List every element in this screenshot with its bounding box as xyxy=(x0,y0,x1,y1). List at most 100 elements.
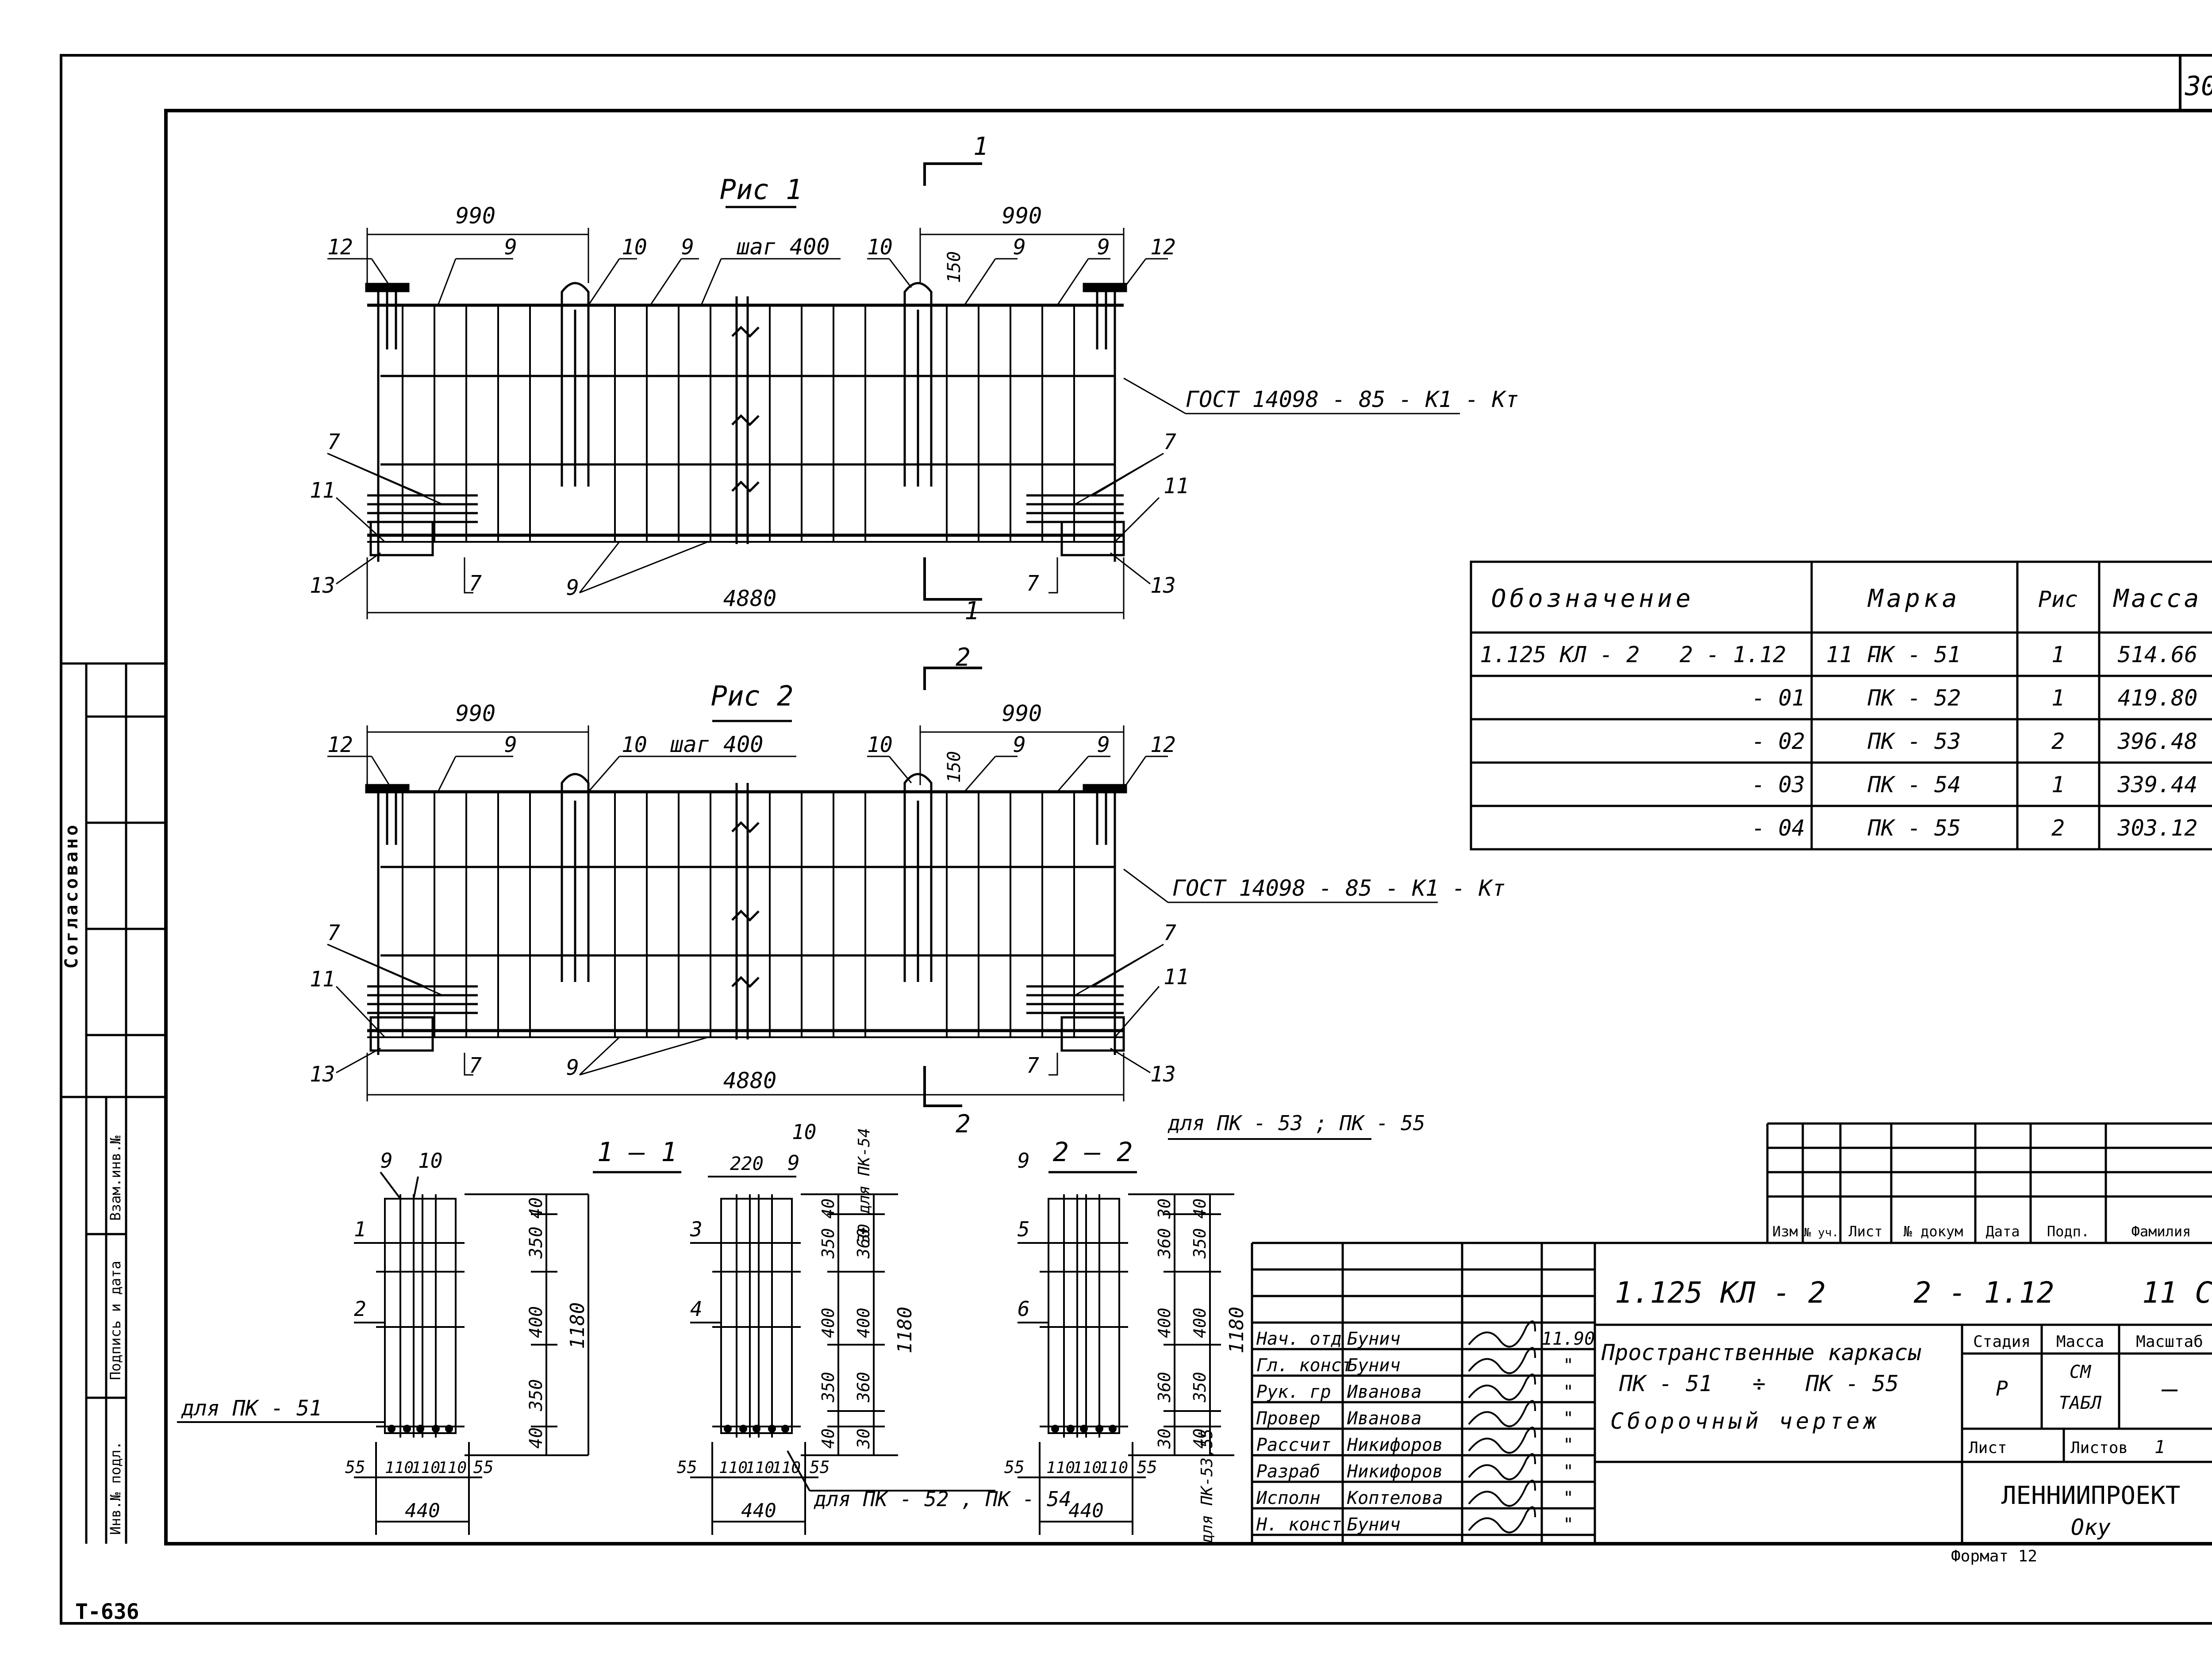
secC-d30-top: 30 xyxy=(1155,1198,1174,1219)
fig2-pos-12-left: 12 xyxy=(327,732,353,757)
fig1-section-mark-bottom: 1 xyxy=(964,597,979,625)
fig1-pos-9-bottom: 9 xyxy=(566,575,579,600)
secB-d110-a: 110 xyxy=(719,1459,748,1477)
rev-h-sign: Подп. xyxy=(2047,1223,2089,1240)
spec-r1-fig: 1 xyxy=(2051,685,2065,711)
secA-pos-2: 2 xyxy=(354,1297,366,1321)
tb-name: Коптелова xyxy=(1347,1488,1443,1508)
fig2-pos-9-d: 9 xyxy=(1097,732,1110,757)
secA-note: для ПК - 51 xyxy=(181,1396,322,1421)
rev-h-izm: Изм xyxy=(1772,1223,1798,1240)
rebar-section-dot xyxy=(1095,1425,1103,1433)
secB-d30-bot: 30 xyxy=(854,1428,873,1449)
scale-value: — xyxy=(2162,1373,2178,1404)
fig1-pos-9-c: 9 xyxy=(1013,235,1026,260)
spec-r4-mark: ПК - 55 xyxy=(1867,815,1961,841)
secA-d110-c: 110 xyxy=(438,1459,467,1477)
stamp-inv-orig: Инв.№ подл. xyxy=(107,1441,124,1535)
stamp-approved: Согласовано xyxy=(61,822,82,969)
secC-d440: 440 xyxy=(1068,1499,1103,1522)
signature-mark xyxy=(1468,1320,1536,1348)
tb-date: " xyxy=(1563,1515,1574,1535)
doc-title-1: Пространственные каркасы xyxy=(1601,1340,1921,1365)
fig1-pos-7-bl: 7 xyxy=(469,571,482,596)
stamp-sign-date: Подпись и дата xyxy=(107,1261,124,1380)
fig2-pos-10-a: 10 xyxy=(622,732,647,757)
mass-value-2: ТАБЛ xyxy=(2059,1393,2102,1413)
fig2-pos-11-left: 11 xyxy=(310,967,335,992)
fig1-dim-150: 150 xyxy=(944,251,964,283)
secB-d360-a: 360 xyxy=(854,1228,873,1259)
spec-r2-mark: ПК - 53 xyxy=(1867,729,1961,754)
secC-d110-b: 110 xyxy=(1073,1459,1102,1477)
fig1-dim-left: 990 xyxy=(456,203,495,229)
spec-r4-designation: - 04 xyxy=(1752,815,1805,841)
secB-note: для ПК - 52 , ПК - 54 xyxy=(814,1487,1071,1511)
signature-mark xyxy=(1468,1347,1536,1374)
spec-r1-mass: 419.80 xyxy=(2118,685,2198,711)
rebar-section-dot xyxy=(403,1425,411,1433)
secC-d360-b: 360 xyxy=(1155,1372,1174,1403)
secC-d30-bot: 30 xyxy=(1155,1428,1174,1449)
stage-value: Р xyxy=(1996,1377,2008,1400)
secC-d110-a: 110 xyxy=(1046,1459,1075,1477)
doc-title-2: ПК - 51 ÷ ПК - 55 xyxy=(1619,1371,1899,1396)
fig2-pos-10-b: 10 xyxy=(867,732,893,757)
sections: 1 — 1 2 — 2 для ПК - 53 ; ПК - 55 xyxy=(177,1111,1425,1544)
secB-pos-4: 4 xyxy=(690,1297,703,1321)
title-block: Изм № уч. Лист № докум Дата Подп. Фамили… xyxy=(1251,1122,2212,1565)
secA-d1180: 1180 xyxy=(566,1302,589,1349)
figure-1-cage: Рис 1 xyxy=(310,132,1519,625)
fig2-pos-7-left: 7 xyxy=(327,920,340,945)
secB-d360-b: 360 xyxy=(854,1372,873,1403)
doc-title-3: Сборочный чертеж xyxy=(1610,1408,1880,1434)
secC-d55-r: 55 xyxy=(1137,1457,1157,1477)
tb-name: Бунич xyxy=(1347,1329,1400,1349)
secC-d40-top: 40 xyxy=(1190,1198,1210,1219)
fig1-pos-12-left: 12 xyxy=(327,235,353,260)
fig1-pos-13-left: 13 xyxy=(310,573,335,598)
rebar-section-dot xyxy=(768,1425,776,1433)
tb-date: 11.90 xyxy=(1542,1329,1595,1349)
fig2-pos-7-bl: 7 xyxy=(469,1053,482,1078)
tb-date: " xyxy=(1563,1435,1574,1455)
secB-pos-9: 9 xyxy=(787,1151,800,1175)
tb-name: Бунич xyxy=(1347,1355,1400,1376)
secC-d55-l: 55 xyxy=(1004,1457,1025,1477)
secB-d400-a: 400 xyxy=(818,1308,838,1338)
fig2-pos-9-a: 9 xyxy=(504,732,517,757)
fig2-pos-11-right: 11 xyxy=(1164,965,1189,989)
fig1-pos-9-d: 9 xyxy=(1097,235,1110,260)
note-pk53-55: для ПК - 53 ; ПК - 55 xyxy=(1167,1111,1425,1135)
tb-date: " xyxy=(1563,1355,1574,1376)
fig2-section-mark-top: 2 xyxy=(956,643,971,672)
signature-mark xyxy=(1468,1427,1536,1454)
tb-name: Никифоров xyxy=(1347,1435,1443,1455)
tb-role: Гл. конст xyxy=(1256,1355,1352,1376)
fig1-pos-11-left: 11 xyxy=(310,478,335,503)
tb-date: " xyxy=(1563,1461,1574,1482)
secC-pos-9: 9 xyxy=(1018,1149,1030,1173)
fig2-section-mark-bottom: 2 xyxy=(956,1110,971,1139)
spec-r3-designation: - 03 xyxy=(1752,772,1805,798)
tb-role: Н. конст xyxy=(1256,1515,1342,1535)
page-number: 30 xyxy=(2185,71,2212,102)
fig1-gost: ГОСТ 14098 - 85 - К1 - Кт xyxy=(1186,387,1519,412)
tb-role: Нач. отд xyxy=(1256,1329,1342,1349)
fig2-gost: ГОСТ 14098 - 85 - К1 - Кт xyxy=(1172,875,1505,901)
fig1-pos-7-left: 7 xyxy=(327,430,340,454)
doc-code: 1.125 КЛ - 2 2 - 1.12 11 СБ xyxy=(1615,1276,2212,1310)
secC-d400-b: 400 xyxy=(1190,1308,1210,1338)
secB-pos-10: 10 xyxy=(792,1120,816,1144)
tb-role: Рассчит xyxy=(1256,1435,1331,1455)
secA-d350-bot: 350 xyxy=(526,1379,546,1411)
secB-d55-l: 55 xyxy=(677,1457,697,1477)
spec-r0-mass: 514.66 xyxy=(2118,642,2198,667)
tb-name: Бунич xyxy=(1347,1515,1400,1535)
rebar-section-dot xyxy=(739,1425,747,1433)
spec-r0-fig: 1 xyxy=(2051,642,2065,667)
spec-r0-mark: ПК - 51 xyxy=(1867,642,1961,667)
spec-r3-mark: ПК - 54 xyxy=(1867,772,1961,798)
spec-header-fig: Рис xyxy=(2038,587,2078,612)
rebar-section-dot xyxy=(445,1425,453,1433)
